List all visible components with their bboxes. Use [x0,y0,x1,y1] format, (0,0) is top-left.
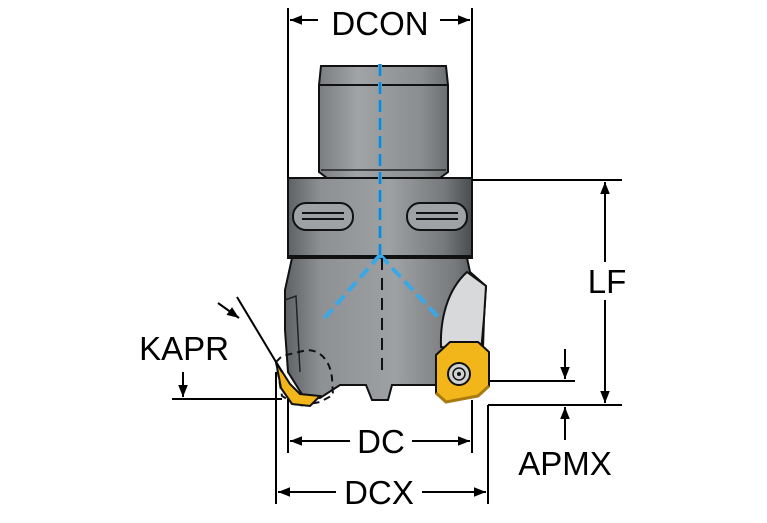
dim-kapr [178,296,283,397]
drive-slot-icon [406,202,468,231]
insert-left [274,348,335,408]
apmx-label: APMX [518,445,612,482]
dcx-label: DCX [344,474,414,511]
insert-right [434,341,491,404]
dc-label: DC [357,423,405,460]
extension-lines [172,8,622,504]
drive-slot-icon [292,202,354,231]
dcon-label: DCON [331,5,428,42]
coolant-channels [319,64,443,324]
kapr-label: KAPR [139,330,229,367]
lf-label: LF [588,263,627,300]
torx-screw-icon [447,362,471,386]
tool-shank [318,65,449,179]
